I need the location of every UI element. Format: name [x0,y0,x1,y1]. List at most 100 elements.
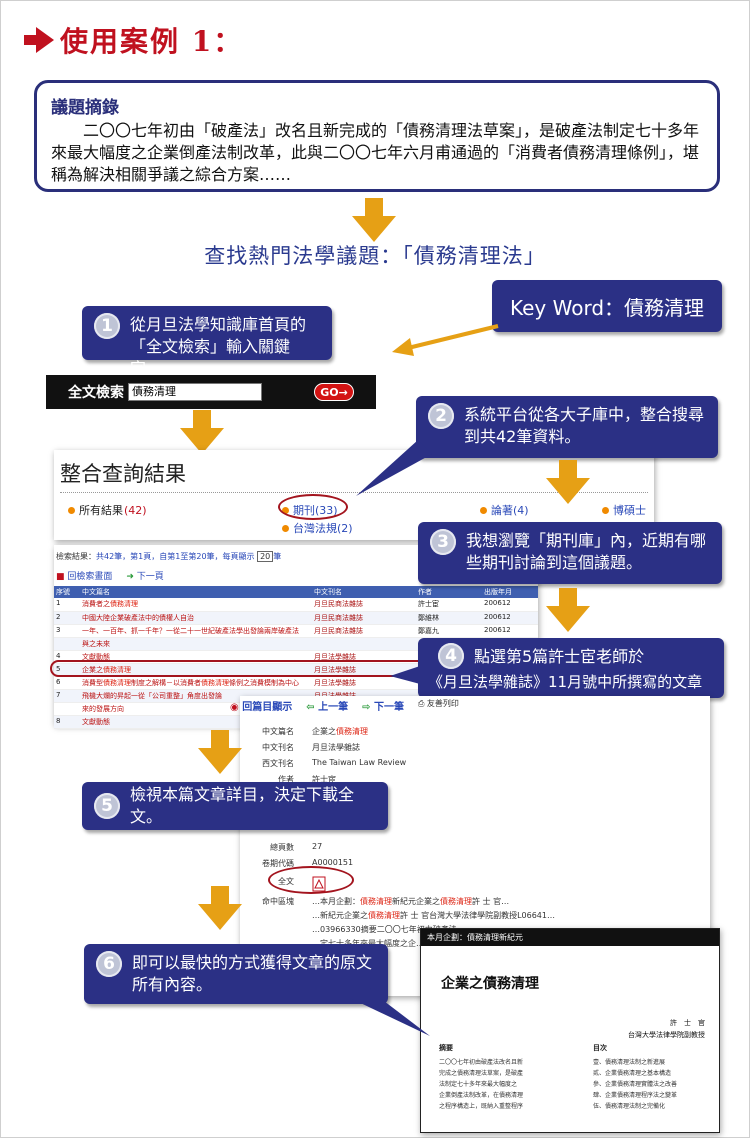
arrow-right-icon [24,27,54,53]
result-treatises[interactable]: 論著(4) [480,502,529,518]
cell-n [54,637,80,651]
keyword-highlight: 債務清理 [103,678,131,687]
arrow-down-icon [198,886,242,930]
cell-title[interactable]: 企業之債務清理 [80,663,312,677]
article-fulltext-preview: 本月企劃：債務清理新紀元 企業之債務清理 許 士 官 台灣大學法律學院副教授 摘… [420,928,720,1133]
cell-title[interactable]: 一年、一百年、抓一千年？一從二十一世紀破產法學出發論兩岸破產法 [80,624,312,638]
next-page-link[interactable]: ➜ 下一頁 [126,572,164,582]
toc-heading: 目次 [593,1044,607,1052]
result-tw-regulations[interactable]: 台灣法規(2) [282,520,353,536]
next-icon: ⇨ [362,702,374,713]
search-topic-headline: 查找熱門法學議題：「債務清理法」 [204,244,546,268]
cell-date: 200612 [482,624,538,638]
cell-date: 200612 [482,611,538,625]
col-header: 中文篇名 [80,586,312,598]
cell-journal[interactable]: 月旦法學雜誌 [312,676,416,690]
next-record-link[interactable]: ⇨ 下一筆 [362,702,404,713]
abstract-text: 二〇〇七年初由破產法改名且新 完成之債務清理法草案，是破產 法制定七十多年來最大… [439,1059,524,1110]
search-label: 全文檢索 [68,385,124,401]
divider [60,492,648,493]
arrow-down-icon [546,460,590,504]
per-page-select[interactable]: 20 [257,551,274,562]
article-header: 本月企劃：債務清理新紀元 [421,929,719,946]
keyword-highlight: 債務清理 [360,897,392,906]
cell-title[interactable]: 與之未來 [80,637,312,651]
go-button[interactable]: GO→ [314,383,354,401]
step-number: 3 [430,529,456,555]
article-author: 許 士 官 台灣大學法律學院副教授 [628,1019,705,1039]
list-nav: ■ 回檢索畫面 ➜ 下一頁 [56,569,164,582]
detail-row: 中文篇名企業之債務清理 [262,727,368,736]
detail-row: 作者許士宦 [278,775,336,784]
cell-title[interactable]: 中國大陸企業破產法中的債權人自治 [80,611,312,625]
search-input[interactable]: 債務清理 [128,383,262,401]
col-header: 作者 [416,586,482,598]
keyword-highlight: 債務清理 [201,678,229,687]
cell-title[interactable]: 飛機大爛的昇起一從「公司重整」角度出發論 [80,689,312,703]
back-icon: ■ [56,572,68,582]
hit-line: …新紀元企業之債務清理許 士 官台灣大學法律學院副教授L06641… [312,911,555,920]
cell-journal[interactable]: 月旦民商法雜誌 [312,611,416,625]
col-header: 中文刊名 [312,586,416,598]
cell-date: 200612 [482,598,538,612]
cell-author: 鄭嘉九 [416,624,482,638]
step-text: 從月旦法學知識庫首頁的「全文檢索」輸入關鍵字。 [130,315,307,378]
col-header: 序號 [54,586,80,598]
abstract-heading: 摘要 [439,1044,453,1052]
detail-row: 命中區塊…本月企劃：債務清理新紀元企業之債務清理許 士 官… [262,897,510,906]
step-text: 即可以最快的方式獲得文章的原文所有內容。 [132,953,373,994]
arrow-down-icon [198,730,242,774]
next-icon: ➜ [126,572,137,582]
cell-n [54,702,80,716]
result-all[interactable]: 所有結果(42) [68,502,147,518]
prev-icon: ⇦ [306,702,319,713]
cell-title[interactable]: 消費者之債務清理 [80,598,312,612]
fulltext-search-bar: 全文檢索 債務清理 GO→ [46,375,376,409]
highlight-oval [278,494,348,520]
hit-line: …定七十多年來最大幅度之企… [312,938,424,949]
step-2-box: 2 系統平台從各大子庫中，整合搜尋到共42筆資料。 [416,396,718,458]
keyword-highlight: 債務清理 [368,911,400,920]
cell-n: 1 [54,598,80,612]
keyword-highlight: 債務清理 [336,727,368,736]
step-number: 2 [428,403,454,429]
step-number: 6 [96,951,122,977]
step-4-box: 4 點選第5篇許士宦老師於 《月旦法學雜誌》11月號中所撰寫的文章 [418,638,724,698]
step-text: 我想瀏覽「期刊庫」內，近期有哪些期刊討論到這個議題。 [466,531,707,572]
cell-n: 2 [54,611,80,625]
back-to-list-link[interactable]: ◉ 回篇目顯示 [230,702,293,713]
callout-tail [390,666,420,684]
step-3-box: 3 我想瀏覽「期刊庫」內，近期有哪些期刊討論到這個議題。 [418,522,722,584]
result-theses[interactable]: 博碩士 [602,502,646,518]
col-header: 出版年月 [482,586,538,598]
cell-author: 許士宦 [416,598,482,612]
step-number: 1 [94,313,120,339]
step-5-box: 5 檢視本篇文章詳目，決定下載全文。 [82,782,388,830]
keyword-highlight: 債務清理 [103,665,131,674]
cell-journal[interactable]: 月旦民商法雜誌 [312,624,416,638]
callout-tail [356,440,432,496]
step-text: 檢視本篇文章詳目，決定下載全文。 [130,785,355,826]
detail-nav: ◉ 回篇目顯示 ⇦ 上一筆 ⇨ 下一筆 ⎙ 友善列印 [230,698,459,713]
step-number: 4 [438,643,464,669]
step-number: 5 [94,792,120,819]
back-to-search-link[interactable]: ■ 回檢索畫面 [56,572,113,582]
cell-journal[interactable]: 月旦民商法雜誌 [312,598,416,612]
keyword-box: Key Word：債務清理 [492,280,722,332]
callout-tail [350,998,430,1036]
print-link[interactable]: ⎙ 友善列印 [417,699,459,708]
cell-journal[interactable]: 月旦法學雜誌 [312,663,416,677]
summary-heading: 議題摘錄 [51,98,119,118]
cell-journal[interactable] [312,637,416,651]
cell-title[interactable]: 消費型債務清理制度之解構－以消費者債務清理條例之消費模制為中心 [80,676,312,690]
hit-line: …03966330摘要二〇〇七年初由破產法… [312,925,465,934]
page-title: 使用案例 1： [24,20,243,60]
cell-author: 鄭維林 [416,611,482,625]
prev-record-link[interactable]: ⇦ 上一筆 [306,702,349,713]
detail-row: 中文刊名月旦法學雜誌 [262,743,360,752]
